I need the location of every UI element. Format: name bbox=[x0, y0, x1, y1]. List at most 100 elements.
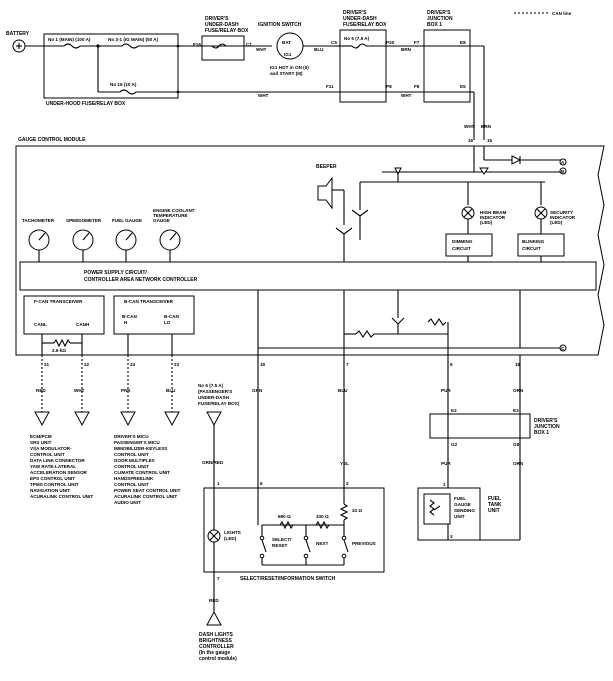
lights-l2: (LED) bbox=[224, 536, 237, 541]
pin-f8: F8 bbox=[414, 84, 420, 89]
ign-bat: BAT bbox=[282, 40, 291, 45]
beeper-transistor bbox=[351, 209, 369, 217]
svg-text:CONTROL UNIT: CONTROL UNIT bbox=[114, 452, 149, 457]
dash-lights-l3: CONTROLLER bbox=[199, 644, 234, 650]
fuel-sending-l4: UNIT bbox=[454, 514, 465, 519]
coolant-l3: GAUGE bbox=[153, 218, 170, 223]
ref-a: A bbox=[561, 160, 565, 165]
underhood-box-label: UNDER-HOOD FUSE/RELAY BOX bbox=[46, 101, 126, 107]
information-switch-box bbox=[203, 487, 385, 573]
svg-text:NAVIGATION UNIT: NAVIGATION UNIT bbox=[30, 488, 70, 493]
driver-underdash-box-1 bbox=[201, 35, 245, 61]
bcan-lo-l2: LO bbox=[164, 320, 171, 325]
bcan-h-l1: B-CAN bbox=[122, 314, 137, 319]
power-supply-l1: POWER SUPPLY CIRCUIT/ bbox=[84, 270, 147, 276]
junction-box-1-l2: JUNCTION bbox=[427, 16, 453, 22]
pin-e5: E5 bbox=[460, 84, 466, 89]
driver-underdash-1-l2: UNDER-DASH bbox=[205, 22, 239, 28]
fuel-pin-3: 3 bbox=[450, 534, 453, 539]
wire-red-can: RED bbox=[36, 388, 46, 393]
svg-text:PASSENGER'S MICU: PASSENGER'S MICU bbox=[114, 440, 160, 445]
ref-c-node bbox=[559, 344, 567, 352]
fuse-15-icon bbox=[119, 89, 137, 95]
mod-pin-23: 23 bbox=[174, 362, 180, 367]
fuel-sending-l2: GAUGE bbox=[454, 502, 471, 507]
resistor-330 bbox=[315, 520, 330, 530]
fuse-ig-main-icon bbox=[121, 43, 139, 49]
previous-label: PREVIOUS bbox=[352, 541, 376, 546]
mod-pin-21: 21 bbox=[44, 362, 50, 367]
svg-text:CONTROL UNIT: CONTROL UNIT bbox=[114, 464, 149, 469]
fuse-ig-main-label: No 3-1 (IG MAIN) (50 A) bbox=[108, 37, 159, 42]
diode-icon bbox=[511, 155, 522, 165]
select-reset-switch[interactable] bbox=[259, 525, 267, 565]
wire-grn: GRN bbox=[252, 388, 263, 393]
switch-title: SELECT/RESET/INFORMATION SWITCH bbox=[240, 576, 336, 582]
pin-g2: G2 bbox=[451, 442, 458, 447]
wire-blu-2: BLU bbox=[338, 388, 348, 393]
dash-lights-l2: BRIGHTNESS bbox=[199, 638, 232, 644]
svg-text:ECM/PCM: ECM/PCM bbox=[30, 434, 52, 439]
pin-f7: F7 bbox=[414, 40, 420, 45]
fcan-arrow-2 bbox=[74, 411, 90, 427]
svg-text:POWER SEAT CONTROL UNIT: POWER SEAT CONTROL UNIT bbox=[114, 488, 181, 493]
svg-text:ACCELERATION SENSOR: ACCELERATION SENSOR bbox=[30, 470, 88, 475]
wire-orn-2: ORN bbox=[513, 461, 524, 466]
pin-e8: E8 bbox=[460, 40, 466, 45]
svg-text:IMMOBILIZER-KEYLESS: IMMOBILIZER-KEYLESS bbox=[114, 446, 167, 451]
bcan-device-list: DRIVER'S MICU PASSENGER'S MICU IMMOBILIZ… bbox=[114, 434, 181, 505]
junction-box-lower bbox=[429, 413, 531, 439]
svg-text:ACURALINK CONTROL UNIT: ACURALINK CONTROL UNIT bbox=[114, 494, 177, 499]
canh-label: CANH bbox=[76, 322, 90, 327]
coolant-l2: TEMPERATURE bbox=[153, 213, 188, 218]
internal-resistor-2 bbox=[427, 318, 447, 326]
fuel-pin-1: 1 bbox=[443, 482, 446, 487]
pin-p8: P8 bbox=[386, 84, 392, 89]
can-line-legend: CAN line bbox=[552, 11, 572, 16]
mod-pin-18: 18 bbox=[515, 362, 521, 367]
svg-text:ACURALINK CONTROL UNIT: ACURALINK CONTROL UNIT bbox=[30, 494, 93, 499]
sw-pin-2: 2 bbox=[346, 481, 349, 486]
wire-wht-1: WHT bbox=[256, 47, 267, 52]
mod-pin-7: 7 bbox=[346, 362, 349, 367]
blinking-l2: CIRCUIT bbox=[522, 246, 541, 251]
bcan-h-l2: H bbox=[124, 320, 128, 325]
fcan-label: F-CAN TRANSCEIVER bbox=[34, 299, 83, 304]
driver-underdash-2-l3: FUSE/RELAY BOX bbox=[343, 22, 387, 28]
dash-lights-l5: control module) bbox=[199, 656, 237, 662]
ign-note-2: and START (III) bbox=[270, 71, 303, 76]
sw-pin-7: 7 bbox=[217, 576, 220, 581]
high-beam-l3: (LED) bbox=[480, 220, 493, 225]
blinking-circuit-box bbox=[517, 233, 565, 257]
fcan-transceiver-box bbox=[23, 295, 105, 335]
wire-orn: ORN bbox=[513, 388, 524, 393]
driver-underdash-1-l3: FUSE/RELAY BOX bbox=[205, 28, 249, 34]
svg-text:VSA MODULATOR-: VSA MODULATOR- bbox=[30, 446, 72, 451]
resistor-2-6k-label: 2.6 kΩ bbox=[52, 348, 66, 353]
ref-b: B bbox=[561, 169, 565, 174]
pin-p20: P20 bbox=[386, 40, 395, 45]
svg-text:AUDIO UNIT: AUDIO UNIT bbox=[114, 500, 141, 505]
wire-wht-4: WHT bbox=[464, 124, 475, 129]
ref-c: C bbox=[561, 346, 565, 351]
high-beam-l1: HIGH BEAM bbox=[480, 210, 506, 215]
driver-underdash-1-l1: DRIVER'S bbox=[205, 16, 229, 22]
coolant-gauge-icon bbox=[159, 229, 181, 262]
speedometer-icon bbox=[72, 229, 94, 262]
pin-c1: C1 bbox=[246, 42, 252, 47]
svg-text:CONTROL UNIT: CONTROL UNIT bbox=[30, 452, 65, 457]
junction-lower-l2: JUNCTION bbox=[534, 424, 560, 430]
fuel-sending-unit-box bbox=[423, 493, 451, 525]
previous-switch[interactable] bbox=[341, 525, 349, 565]
fuel-sending-l1: FUEL bbox=[454, 496, 466, 501]
fuse-6-l1: No 6 (7.5 A) bbox=[198, 383, 224, 388]
fuel-tank-l2: TANK bbox=[488, 502, 502, 508]
wire-yel: YEL bbox=[340, 461, 349, 466]
junction-lower-l3: BOX 1 bbox=[534, 430, 549, 436]
gauge-control-module-box bbox=[15, 145, 605, 356]
next-switch[interactable] bbox=[303, 525, 311, 565]
wire-pnk-can: PNK bbox=[121, 388, 131, 393]
internal-resistor-1 bbox=[355, 330, 375, 338]
svg-text:CLIMATE CONTROL UNIT: CLIMATE CONTROL UNIT bbox=[114, 470, 170, 475]
